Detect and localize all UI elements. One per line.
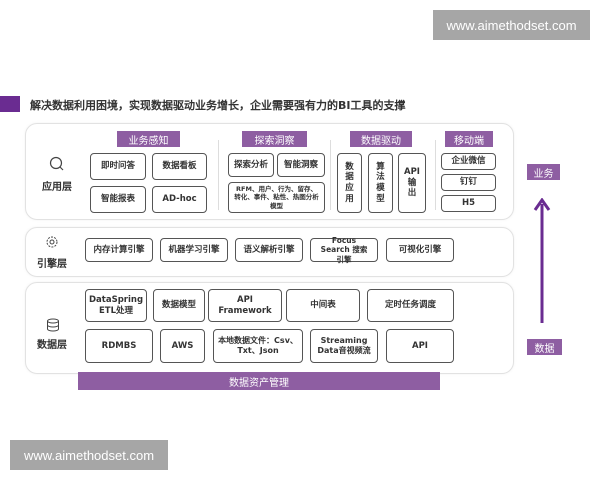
engine-item: 可视化引擎 bbox=[386, 238, 454, 262]
data-asset-management-bar: 数据资产管理 bbox=[78, 372, 440, 390]
app-item: 数据应用 bbox=[337, 153, 362, 213]
app-item: 数据看板 bbox=[152, 153, 207, 180]
watermark-bottom: www.aimethodset.com bbox=[10, 440, 168, 470]
group-header: 探索洞察 bbox=[242, 131, 307, 147]
gear-icon bbox=[46, 236, 58, 248]
data-tag: 数据 bbox=[527, 339, 562, 355]
page-title: 解决数据利用困境，实现数据驱动业务增长，企业需要强有力的BI工具的支撑 bbox=[30, 99, 406, 112]
data-item: API Framework bbox=[208, 289, 282, 322]
watermark-top: www.aimethodset.com bbox=[433, 10, 590, 40]
app-item: 智能洞察 bbox=[277, 153, 325, 177]
data-item: DataSpring ETL处理 bbox=[85, 289, 147, 322]
database-icon bbox=[47, 318, 59, 332]
app-item: H5 bbox=[441, 195, 496, 212]
search-icon bbox=[49, 156, 64, 171]
data-item: 本地数据文件：Csv、Txt、Json bbox=[213, 329, 303, 363]
engine-item: 机器学习引擎 bbox=[160, 238, 228, 262]
group-header: 数据驱动 bbox=[350, 131, 412, 147]
app-item: RFM、用户、行为、留存、转化、事件、粘性、热图分析模型 bbox=[228, 182, 325, 213]
data-item: 定时任务调度 bbox=[367, 289, 454, 322]
group-header: 移动端 bbox=[445, 131, 493, 147]
app-layer-label: 应用层 bbox=[42, 182, 72, 193]
title-accent-block bbox=[0, 96, 20, 112]
app-item: 算法模型 bbox=[368, 153, 393, 213]
engine-item: 内存计算引擎 bbox=[85, 238, 153, 262]
divider bbox=[435, 140, 436, 210]
business-tag: 业务 bbox=[527, 164, 560, 180]
data-item: API bbox=[386, 329, 454, 363]
group-header: 业务感知 bbox=[117, 131, 180, 147]
app-item: 探索分析 bbox=[228, 153, 274, 177]
engine-layer-label: 引擎层 bbox=[37, 259, 67, 270]
divider bbox=[330, 140, 331, 210]
data-item: Streaming Data音视频流 bbox=[310, 329, 378, 363]
app-item: 智能报表 bbox=[90, 186, 146, 213]
data-item: 数据模型 bbox=[153, 289, 205, 322]
app-item: 企业微信 bbox=[441, 153, 496, 170]
app-item: 即时问答 bbox=[90, 153, 146, 180]
data-item: AWS bbox=[160, 329, 205, 363]
app-item: 钉钉 bbox=[441, 174, 496, 191]
app-item: API输出 bbox=[398, 153, 426, 213]
engine-item: Focus Search 搜索引擎 bbox=[310, 236, 378, 264]
up-arrow-icon bbox=[533, 198, 551, 323]
data-layer-label: 数据层 bbox=[37, 340, 67, 351]
app-item: AD-hoc bbox=[152, 186, 207, 213]
data-item: RDMBS bbox=[85, 329, 153, 363]
engine-item: 语义解析引擎 bbox=[235, 238, 303, 262]
divider bbox=[218, 140, 219, 210]
data-item: 中间表 bbox=[286, 289, 360, 322]
